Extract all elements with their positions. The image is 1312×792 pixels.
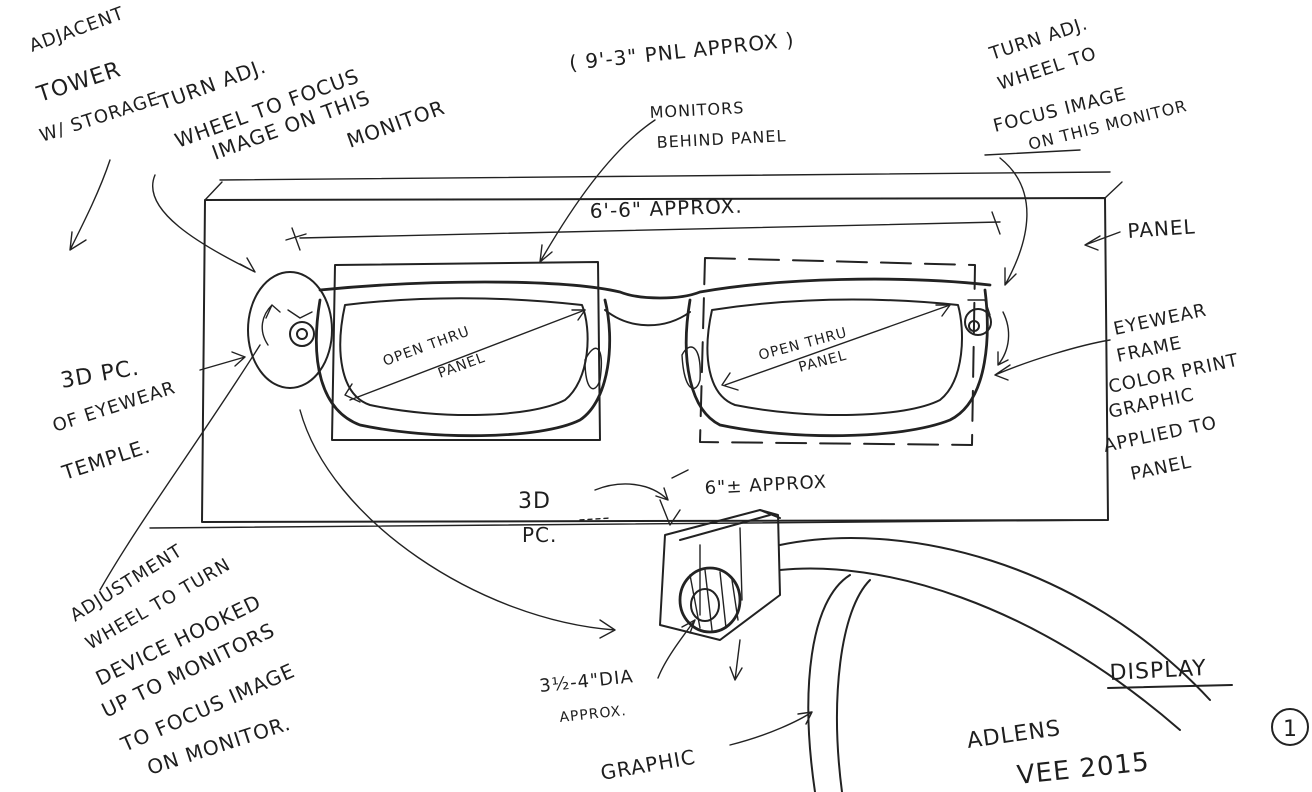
label-panel-size: ( 9'-3" PNL APPROX ) [568,27,796,75]
label-display: DISPLAY [1109,656,1207,686]
label-monitors-behind: MONITORS BEHIND PANEL [649,98,787,152]
pc-3d-line-2: PC. [522,523,557,547]
eyewear-frame-line-6: PANEL [1129,451,1194,484]
label-temple-3d: 3D PC. OF EYEWEAR TEMPLE. [50,355,178,485]
label-3d-pc: 3D PC. [518,489,557,547]
monitors-behind-line-2: BEHIND PANEL [656,126,787,152]
display-underline [1107,684,1233,689]
label-graphic: GRAPHIC [599,745,698,785]
monitor-right [699,257,976,446]
display-panel [149,171,1123,529]
dia-line-2: APPROX. [559,703,628,726]
label-width-dimension: 6'-6" APPROX. [589,194,743,223]
author-line-2: VEE 2015 [1016,747,1151,791]
width-dimension-line [285,211,1001,251]
temple-3d-line-1: 3D PC. [59,355,142,393]
dia-line-1: 3½-4"DIA [538,666,634,697]
label-adjustment-wheel: ADJUSTMENT WHEEL TO TURN DEVICE HOOKED U… [67,540,299,779]
pc-3d-line-1: 3D [518,489,551,514]
temple-3d-line-3: TEMPLE. [58,434,153,485]
eyewear-frame-line-1: EYEWEAR [1112,300,1209,340]
label-adjacent-tower: ADJACENT TOWER W/ STORAGE [27,3,163,147]
monitors-behind-line-1: MONITORS [649,98,745,122]
right-temple-knob [964,299,1010,366]
label-turn-adj-left: TURN ADJ. WHEEL TO FOCUS IMAGE ON THIS M… [155,54,449,165]
sheet-number-circle [1271,708,1309,746]
label-open-thru-left: OPEN THRU PANEL [381,323,488,381]
adjustment-device [659,509,1211,792]
adjacent-tower-line-1: ADJACENT [27,3,128,57]
author-line-1: ADLENS [965,716,1062,754]
eyewear-frame [314,277,992,438]
label-turn-adj-right: TURN ADJ. WHEEL TO FOCUS IMAGE ON THIS M… [986,13,1189,154]
monitor-left [331,261,601,441]
open-thru-left-line-2: PANEL [436,350,488,382]
leader-arrows [69,119,1121,746]
author-signature: ADLENS VEE 2015 [965,716,1151,791]
label-6-inch-approx: 6"± APPROX [704,472,827,499]
left-temple-knob [247,271,333,389]
adjacent-tower-line-2: TOWER [33,57,124,108]
label-diameter: 3½-4"DIA APPROX. [538,666,634,726]
sheet-number: 1 [1283,717,1298,742]
label-panel: PANEL [1127,214,1197,243]
label-eyewear-frame: EYEWEAR FRAME COLOR PRINT GRAPHIC APPLIE… [1102,300,1241,485]
